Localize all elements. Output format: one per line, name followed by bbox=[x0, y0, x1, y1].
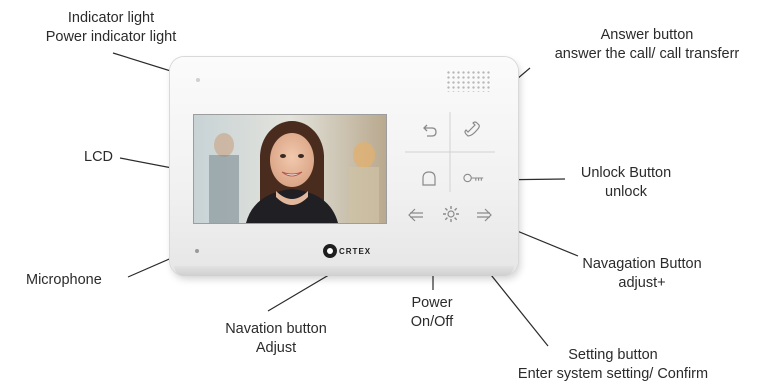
indicator-label-2: Power indicator light bbox=[45, 29, 177, 45]
indicator-callout: Indicator light Power indicator light bbox=[22, 9, 200, 47]
nav-left-callout: Navation button Adjust bbox=[213, 320, 339, 358]
woman-portrait-photo bbox=[194, 115, 386, 223]
power-label-1: Power bbox=[411, 295, 453, 311]
power-callout: Power On/Off bbox=[400, 294, 464, 332]
logo-mark bbox=[323, 244, 337, 258]
indicator-label-1: Indicator light bbox=[67, 10, 155, 26]
indicator-light bbox=[196, 78, 200, 82]
setting-callout: Setting button Enter system setting/ Con… bbox=[496, 346, 730, 384]
left-arrow-icon[interactable] bbox=[405, 204, 427, 226]
unlock-label-1: Unlock Button bbox=[580, 165, 672, 181]
lcd-label: LCD bbox=[84, 149, 114, 165]
nav-right-label-1: Navagation Button bbox=[582, 256, 702, 272]
device-bottom-edge bbox=[174, 266, 514, 276]
nav-right-label-2: adjust+ bbox=[618, 275, 666, 291]
phone-handset-icon[interactable] bbox=[461, 118, 483, 140]
button-panel bbox=[405, 112, 495, 192]
speaker-grille bbox=[446, 70, 492, 92]
setting-label-2: Enter system setting/ Confirm bbox=[517, 366, 709, 382]
unlock-callout: Unlock Button unlock bbox=[563, 164, 689, 202]
answer-callout: Answer button answer the call/ call tran… bbox=[528, 26, 766, 64]
home-bell-icon[interactable] bbox=[418, 167, 440, 189]
unlock-label-2: unlock bbox=[605, 184, 647, 200]
nav-left-label-2: Adjust bbox=[255, 340, 297, 356]
gear-icon[interactable] bbox=[440, 203, 462, 225]
right-arrow-icon[interactable] bbox=[473, 204, 495, 226]
lcd-screen bbox=[193, 114, 387, 224]
microphone-callout: Microphone bbox=[26, 271, 102, 290]
logo-text: CRTEX bbox=[339, 246, 372, 256]
setting-label-1: Setting button bbox=[568, 347, 658, 363]
answer-label-1: Answer button bbox=[600, 27, 694, 43]
lcd-callout: LCD bbox=[84, 148, 113, 167]
back-arrow-icon[interactable] bbox=[419, 119, 441, 141]
key-icon[interactable] bbox=[463, 167, 485, 189]
microphone-label: Microphone bbox=[26, 272, 102, 288]
cortex-logo: CRTEX bbox=[323, 244, 371, 258]
power-label-2: On/Off bbox=[410, 314, 454, 330]
nav-left-label-1: Navation button bbox=[225, 321, 327, 337]
microphone-hole bbox=[195, 249, 199, 253]
nav-right-callout: Navagation Button adjust+ bbox=[558, 255, 726, 293]
answer-label-2: answer the call/ call transferr bbox=[554, 46, 740, 62]
